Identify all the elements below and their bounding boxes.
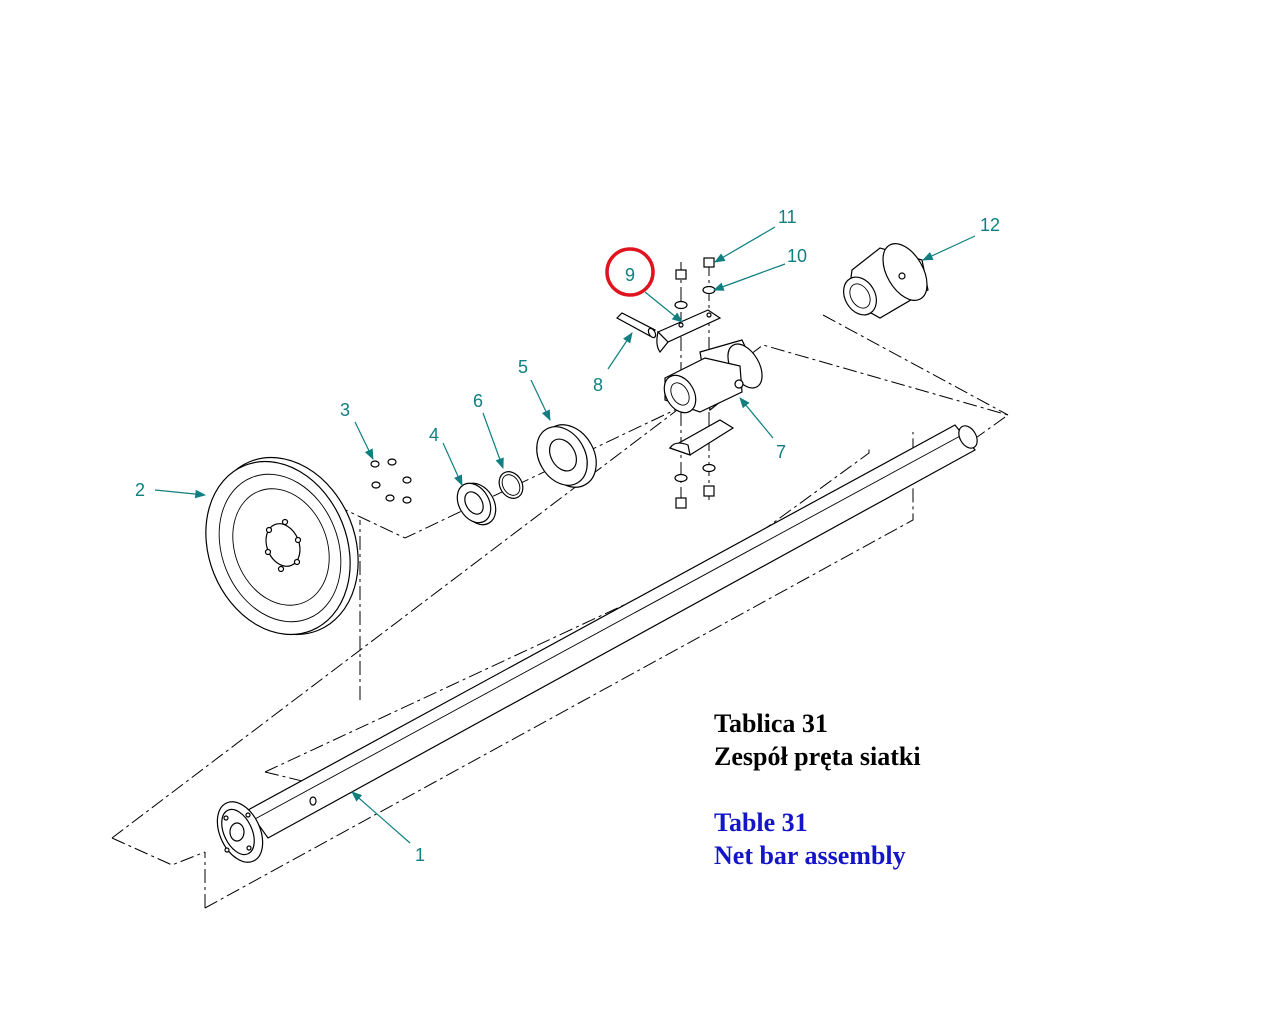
part-10-washers xyxy=(674,285,716,483)
part-4-bearing xyxy=(456,482,497,526)
highlight-circle xyxy=(605,247,655,297)
callout-2: 2 xyxy=(135,480,145,500)
callout-6: 6 xyxy=(473,391,483,411)
callout-5: 5 xyxy=(518,357,528,377)
callout-10: 10 xyxy=(787,246,807,266)
part-6-circlip xyxy=(498,471,524,499)
callout-8: 8 xyxy=(593,375,603,395)
part-8-pin xyxy=(616,312,657,339)
caption-english-table: Table 31 xyxy=(714,808,808,837)
caption-polish-title: Zespół pręta siatki xyxy=(714,742,921,771)
part-2-disc xyxy=(205,456,359,636)
callout-12: 12 xyxy=(980,215,1000,235)
part-5-housing-ring xyxy=(536,424,597,488)
callout-leaders xyxy=(154,226,976,844)
part-7-hub xyxy=(663,339,763,456)
callout-9: 9 xyxy=(625,265,635,285)
caption-english-title: Net bar assembly xyxy=(714,841,906,870)
callout-4: 4 xyxy=(429,425,439,445)
part-9-clamp-plate xyxy=(656,309,722,353)
part-1-shaft xyxy=(216,424,978,863)
callout-1: 1 xyxy=(415,845,425,865)
callout-3: 3 xyxy=(340,400,350,420)
callout-11: 11 xyxy=(778,207,797,227)
part-12-end-cap xyxy=(843,243,929,319)
callout-labels: 1 2 3 4 5 6 7 8 9 10 11 12 xyxy=(135,207,1000,865)
caption-polish-table: Tablica 31 xyxy=(714,709,828,738)
callout-7: 7 xyxy=(776,442,786,462)
part-3-bolts xyxy=(370,458,412,504)
part-11-screws xyxy=(675,257,715,509)
